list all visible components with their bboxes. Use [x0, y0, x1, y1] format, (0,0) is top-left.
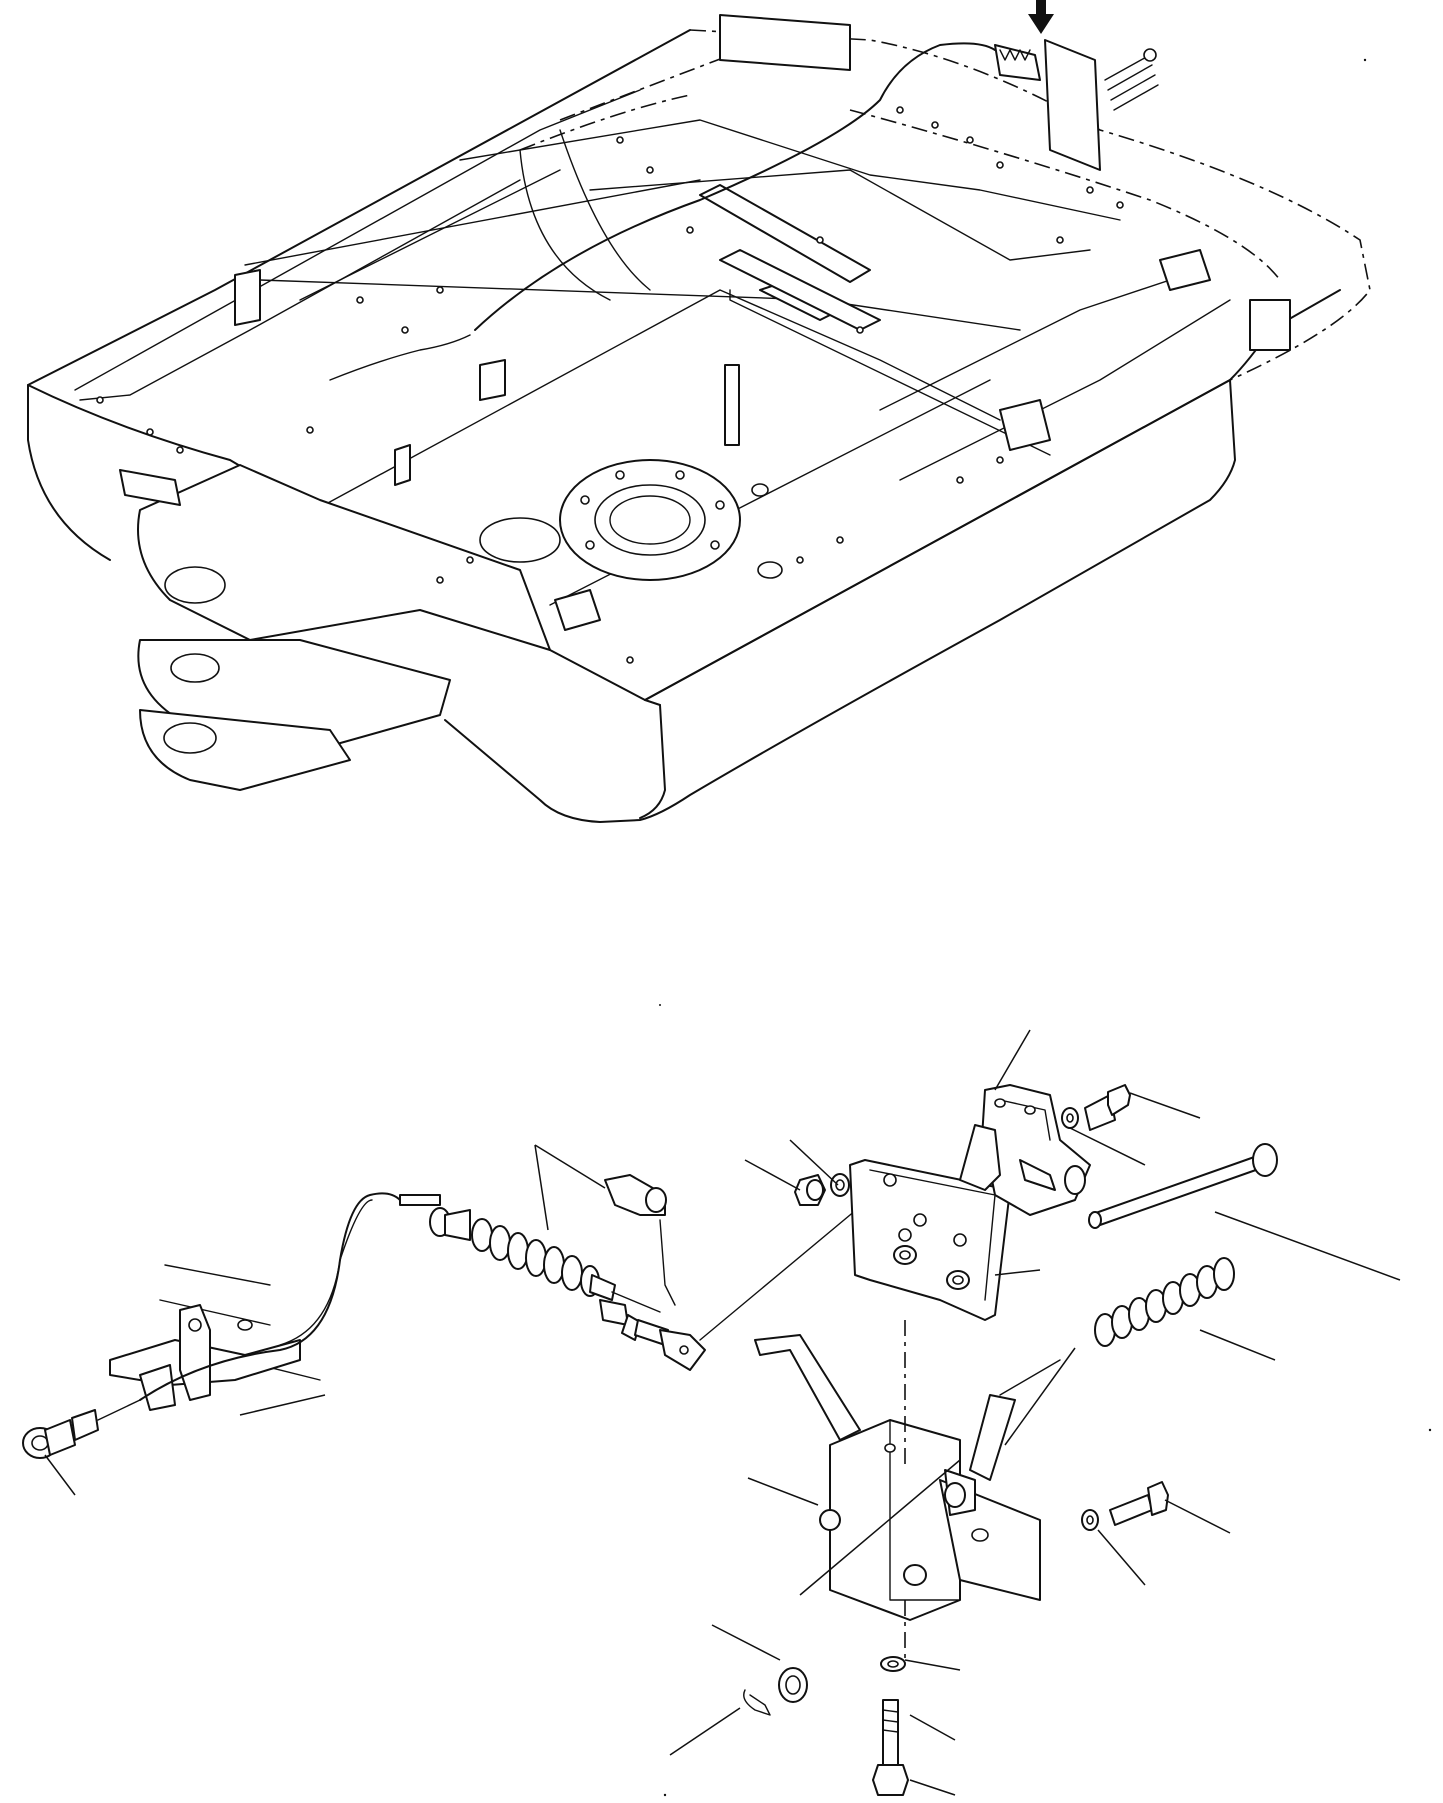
leader-1 — [44, 1454, 76, 1496]
leader-11 — [1199, 1329, 1276, 1361]
upper-throttle-assembly — [994, 39, 1159, 171]
upper-frame-view — [27, 0, 1371, 1006]
leader-15 — [1097, 1529, 1146, 1586]
leader-9 — [994, 1269, 1041, 1276]
return-spring — [1094, 1257, 1235, 1347]
location-arrow — [1028, 0, 1054, 34]
vertical-plate — [724, 364, 740, 446]
bolt-top — [1061, 1084, 1131, 1131]
mount-tab-3 — [1249, 299, 1291, 351]
leader-19 — [909, 1714, 956, 1741]
boom-bracket — [137, 464, 551, 791]
leader-4 — [994, 1029, 1031, 1091]
throttle-cable — [139, 1192, 401, 1401]
upper-cable-route — [474, 42, 996, 331]
frame-bolt-holes — [96, 106, 1124, 664]
deck-opening — [479, 517, 561, 563]
mount-tab-6 — [719, 14, 851, 71]
leader-8 — [744, 1159, 801, 1191]
cotter-pin — [743, 1667, 808, 1716]
bolt-right — [1081, 1481, 1169, 1531]
long-pin — [1088, 1143, 1278, 1229]
leader-21 — [799, 1459, 961, 1596]
leader-12 — [1004, 1347, 1076, 1446]
bolt-bottom — [872, 1656, 909, 1796]
leader-3a — [534, 1144, 606, 1189]
leader-16 — [711, 1624, 781, 1661]
frame-outer-body — [27, 29, 1236, 1006]
leader-13 — [747, 1477, 819, 1506]
cable-boot — [399, 1194, 661, 1313]
exploded-assembly-view — [22, 1084, 1278, 1796]
mount-tab-1 — [554, 589, 601, 631]
hinge-bracket — [959, 1084, 1091, 1216]
leader-10 — [1214, 1211, 1401, 1281]
leader-2 — [239, 1394, 326, 1416]
cable-clip — [604, 1174, 676, 1306]
leader-6 — [1069, 1127, 1146, 1166]
leader-3b — [534, 1144, 549, 1231]
cross-member-3 — [719, 249, 881, 331]
leader-17 — [669, 1707, 741, 1756]
cable-clevis — [599, 1299, 706, 1371]
cable-bracket — [109, 1264, 321, 1411]
leader-7 — [789, 1139, 839, 1186]
leader-5 — [1129, 1092, 1201, 1119]
mount-tab-2 — [999, 399, 1051, 451]
leader-14 — [1164, 1499, 1231, 1534]
leader-20 — [909, 1779, 956, 1796]
mount-tab-7 — [479, 359, 506, 401]
mount-tab-8 — [394, 444, 411, 486]
mount-tab-5 — [234, 269, 261, 326]
swing-circle — [559, 459, 741, 581]
callout-leaders — [44, 1029, 1401, 1796]
nut-and-washer — [794, 1173, 850, 1206]
frame-top-outline — [689, 29, 1371, 381]
lever-housing — [754, 1334, 1061, 1621]
mount-tab-4 — [1159, 249, 1211, 291]
lever-mounting-plate — [849, 1159, 1011, 1321]
cross-member-1 — [699, 184, 871, 283]
cable-end-fitting — [22, 1399, 141, 1459]
leader-18 — [904, 1659, 961, 1671]
